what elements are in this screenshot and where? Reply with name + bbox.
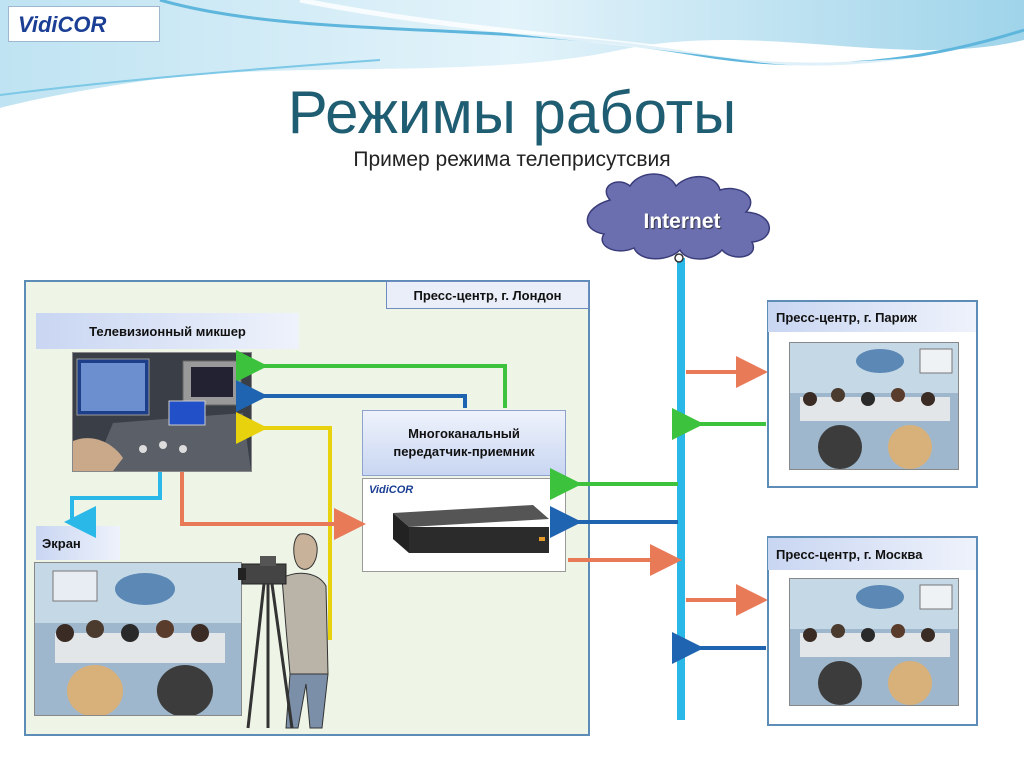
vidicor-logo: VidiCOR — [8, 6, 160, 42]
device-logo-text: VidiCOR — [369, 484, 413, 496]
london-label: Пресс-центр, г. Лондон — [386, 281, 589, 309]
transceiver-label: Многоканальный передатчик-приемник — [362, 410, 566, 476]
screen-conference-photo — [34, 562, 242, 716]
cyan-arrow-mixer-to-screen — [64, 472, 162, 538]
page-subtitle: Пример режима телеприсутсвия — [353, 148, 671, 171]
cameraman-illustration — [238, 533, 329, 729]
logo-text: VidiCOR — [18, 12, 107, 37]
tv-mixer-photo — [72, 352, 252, 472]
moscow-conference-photo — [789, 578, 959, 706]
moscow-label: Пресс-центр, г. Москва — [768, 538, 976, 570]
transceiver-device: VidiCOR — [362, 478, 566, 572]
internet-label: Internet — [643, 210, 721, 233]
paris-label: Пресс-центр, г. Париж — [768, 302, 976, 332]
green-arrow-transceiver-to-mixer — [236, 350, 507, 408]
paris-conference-photo — [789, 342, 959, 470]
blue-arrow-transceiver-to-mixer — [236, 380, 467, 412]
yellow-arrow-camera-to-mixer — [236, 412, 332, 640]
mixer-label: Телевизионный микшер — [36, 313, 299, 349]
header-waves — [0, 0, 1024, 108]
internet-cloud — [586, 173, 770, 260]
orange-arrow-mixer-to-transceiver — [180, 472, 366, 540]
page-title: Режимы работы — [287, 79, 737, 146]
